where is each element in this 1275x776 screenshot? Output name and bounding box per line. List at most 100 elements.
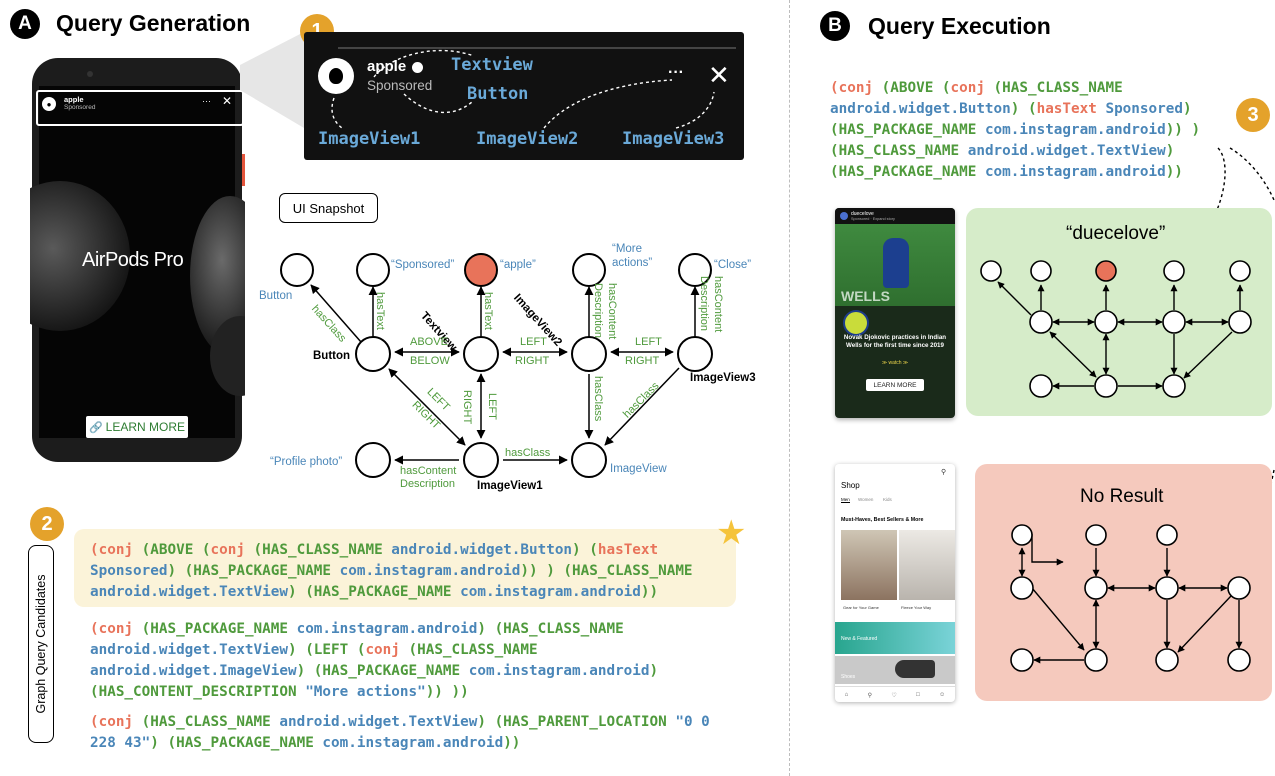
code-token: (conj [90,621,134,637]
graph-value-button: Button [259,290,293,302]
result-2-screenshot: ⚲ Shop Men Women Kids Must-Haves, Best S… [835,464,955,702]
code-token: ) (HAS_PACKAGE_NAME [287,584,461,600]
code-token: com.instagram.android [984,164,1166,180]
result-1-screenshot: duecelove Sponsored · Expand story WELLS… [835,208,955,418]
result-1-account[interactable]: duecelove [851,211,874,217]
code-token: ) (HAS_CLASS_NAME [477,621,624,637]
result-1-header [835,208,955,224]
edge-right-1: RIGHT [515,355,550,367]
edge-above: ABOVE [410,336,448,348]
code-token: android.widget.ImageView [90,663,297,679]
code-token: conj [210,542,245,558]
code-token: android.widget.TextView [967,143,1166,159]
graph-query-candidates-label: Graph Query Candidates [28,545,54,743]
code-token: (HAS_CONTENT_DESCRIPTION [90,684,306,700]
result-2-tab-kids[interactable]: Kids [883,497,892,502]
section-divider [789,0,790,776]
zoom-imageview3-label: ImageView3 [622,129,725,149]
result-2-shoes-label: Shoes [841,674,856,680]
zoom-button-label: Button [467,84,529,104]
code-token: Sponsored [90,563,168,579]
code-token: ) [649,663,659,679]
execution-query: (conj (ABOVE (conj (HAS_CLASS_NAME andro… [830,78,1200,183]
code-token: "More actions" [305,684,426,700]
code-token: android.widget.Button [391,542,573,558]
code-token: com.instagram.android [322,735,504,751]
code-token: (HAS_PACKAGE_NAME [830,122,985,138]
code-token: (HAS_CLASS_NAME [244,542,392,558]
code-token: )) [503,735,521,751]
zoom-close-icon[interactable]: ✕ [708,60,730,90]
phone-account-name[interactable]: apple [64,95,84,104]
edge-hastext-button: hasText [374,292,386,330]
phone-avatar[interactable]: ● [42,97,56,111]
graph-node-button-label: Button [313,350,351,362]
result-2-label: No Result [1080,486,1164,507]
zoom-more-icon[interactable]: ··· [668,64,684,81]
graph-value-more-actions-2: actions” [612,257,653,269]
code-token: conj [365,642,400,658]
phone-product-title: AirPods Pro [82,249,184,271]
edge-description-iv1: Description [400,478,456,490]
result-2-image-2[interactable] [899,530,955,600]
step-3-badge: 3 [1236,98,1270,132]
code-token: com.instagram.android [460,584,641,600]
zoom-connectors [331,47,736,129]
code-token: (HAS_PACKAGE_NAME [830,164,985,180]
query-candidate-3: (conj (HAS_CLASS_NAME android.widget.Tex… [90,712,710,754]
result-2-image-1[interactable] [841,530,897,600]
result-1-sub: Sponsored · Expand story [851,217,895,221]
edge-hastext-textview: hasText [482,292,494,330]
code-token: ) ( [1010,101,1037,117]
code-token: (conj [830,80,874,96]
result-1-avatar[interactable] [840,212,848,220]
edge-left-vert: LEFT [486,393,498,420]
zoom-projection [240,32,304,128]
result-2-search-icon[interactable]: ⚲ [941,469,947,476]
code-token: android.widget.TextView [279,714,478,730]
graph-value-apple: “apple” [500,259,536,271]
result-2-caption-2: Fleece Your Way [901,605,932,610]
zoom-account-name[interactable]: apple [367,58,424,75]
best-star-icon: ★ [716,514,747,552]
search-nav-icon[interactable]: ⚲ [867,692,873,699]
result-1-cta-button[interactable]: LEARN MORE [866,379,924,391]
code-token: ) [1165,143,1175,159]
result-1-tennis-icon [843,310,869,336]
phone-ad-header [36,90,244,126]
heart-icon[interactable]: ♡ [891,692,897,699]
edge-right-2: RIGHT [625,355,660,367]
phone-learn-more-label: LEARN MORE [105,420,186,434]
phone-learn-more-button[interactable]: 🔗 LEARN MORE [86,416,188,438]
graph-node-imageview3-label: ImageView3 [690,372,756,384]
code-token: )) [1165,164,1183,180]
result-1-cta-label: LEARN MORE [873,381,917,389]
code-token: )) [640,584,659,600]
code-token: com.instagram.android [296,621,478,637]
code-token: (conj [90,542,134,558]
result-2-tab-men[interactable]: Men [841,497,850,503]
graph-value-imageview: ImageView [610,463,667,475]
result-2-banner[interactable] [835,622,955,654]
bag-icon[interactable]: □ [916,692,920,698]
phone-more-icon[interactable]: ··· [202,96,211,106]
result-2-shoe [895,660,935,678]
result-2-bottom-nav: ⌂ ⚲ ♡ □ ☺ [835,686,955,702]
section-b-title: Query Execution [868,13,1051,39]
zoom-avatar[interactable] [318,58,354,94]
edge-left-2: LEFT [635,336,662,348]
code-token: "0 0 [675,714,710,730]
code-token: ) (HAS_PACKAGE_NAME [167,563,340,579]
profile-icon[interactable]: ☺ [939,692,946,698]
apple-logo-icon [329,68,343,84]
home-icon[interactable]: ⌂ [844,692,849,698]
edge-hasclass-iv1: hasClass [505,447,551,459]
result-1-panel [966,208,1272,416]
result-1-brand: WELLS [841,288,890,304]
code-token: (HAS_CLASS_NAME [830,143,968,159]
graph-node-imageview1-label: ImageView1 [477,480,543,492]
edge-hascontent-iv3: hasContent [712,276,724,333]
result-2-tab-women[interactable]: Women [858,497,874,502]
phone-close-icon[interactable]: ✕ [222,94,233,108]
result-2-caption-1: Gear for Your Game [843,605,879,610]
